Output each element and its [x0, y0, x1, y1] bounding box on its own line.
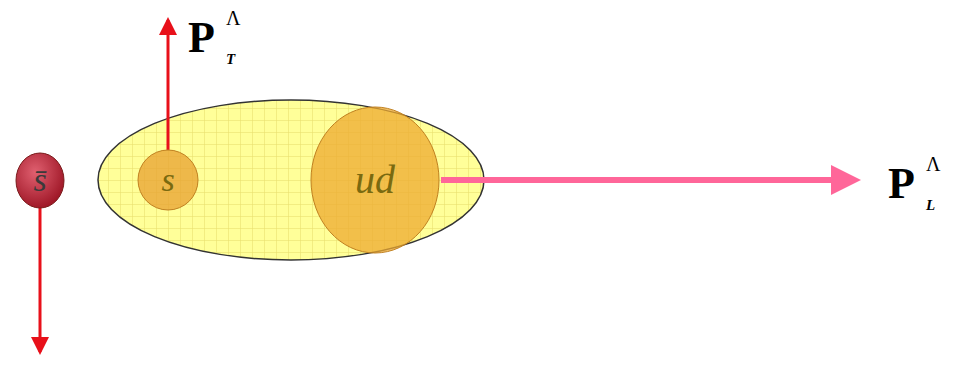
lambda-ellipse — [98, 100, 484, 260]
superscript-lambda: Λ — [226, 8, 241, 28]
particle-label: ud — [355, 160, 395, 200]
momentum-symbol: P — [888, 162, 915, 206]
antiquark-circle: s̄ — [15, 152, 65, 209]
superscript-lambda: Λ — [926, 154, 941, 174]
strange-quark-circle: s — [137, 149, 199, 211]
antiquark-momentum-arrow — [39, 206, 42, 352]
transverse-momentum-arrow — [167, 20, 170, 150]
lambda-ellipse-grid — [98, 100, 484, 260]
subscript-l: L — [926, 198, 935, 213]
particle-label: s̄ — [33, 163, 46, 197]
momentum-symbol: P — [188, 16, 215, 60]
particle-label: s — [161, 163, 174, 197]
longitudinal-momentum-arrow — [441, 177, 855, 183]
subscript-t: T — [226, 52, 235, 67]
diquark-ellipse: ud — [310, 106, 440, 254]
